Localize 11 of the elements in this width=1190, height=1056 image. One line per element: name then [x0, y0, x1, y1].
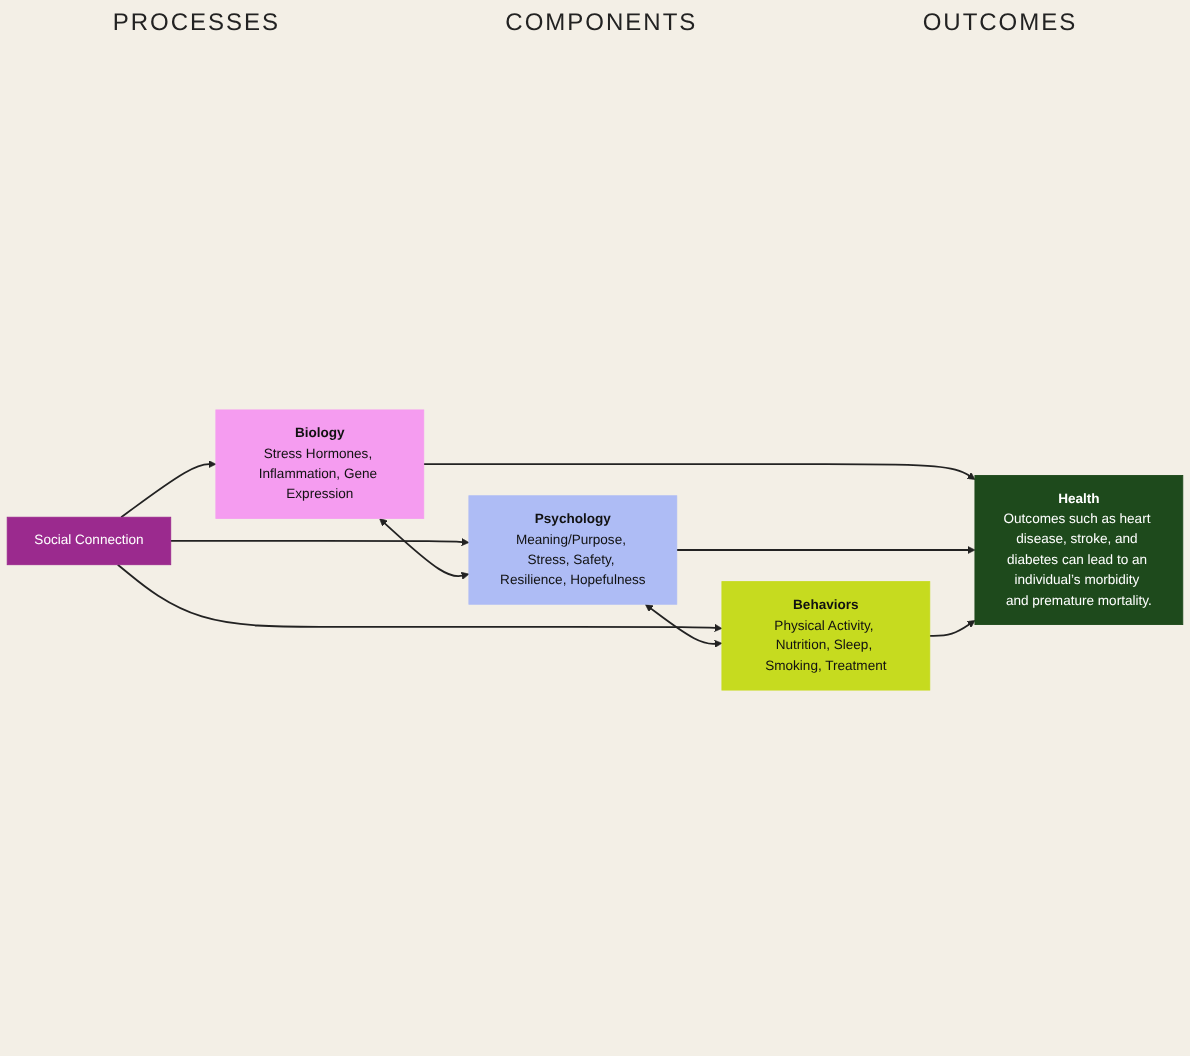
arrow [422, 463, 976, 480]
arrow [116, 563, 723, 632]
arrow [169, 538, 470, 547]
arrow [928, 620, 976, 637]
column-heading: COMPONENTS [505, 8, 698, 36]
arrow [379, 518, 470, 580]
arrow [675, 546, 976, 554]
column-heading: OUTCOMES [922, 8, 1078, 36]
column-heading: PROCESSES [112, 8, 281, 36]
arrow [120, 460, 217, 519]
arrow [645, 604, 723, 648]
